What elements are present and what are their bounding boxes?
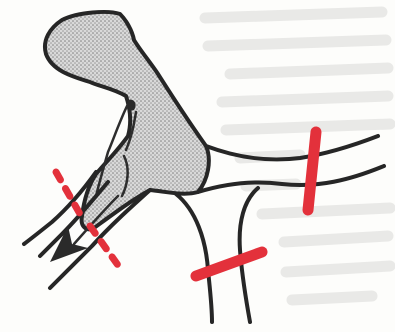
lower-branch-left-wall [176, 194, 212, 322]
right-branch-lower-wall [198, 166, 384, 192]
right-branch-upper-wall [206, 136, 378, 160]
upper-branch-clamp [308, 132, 316, 210]
